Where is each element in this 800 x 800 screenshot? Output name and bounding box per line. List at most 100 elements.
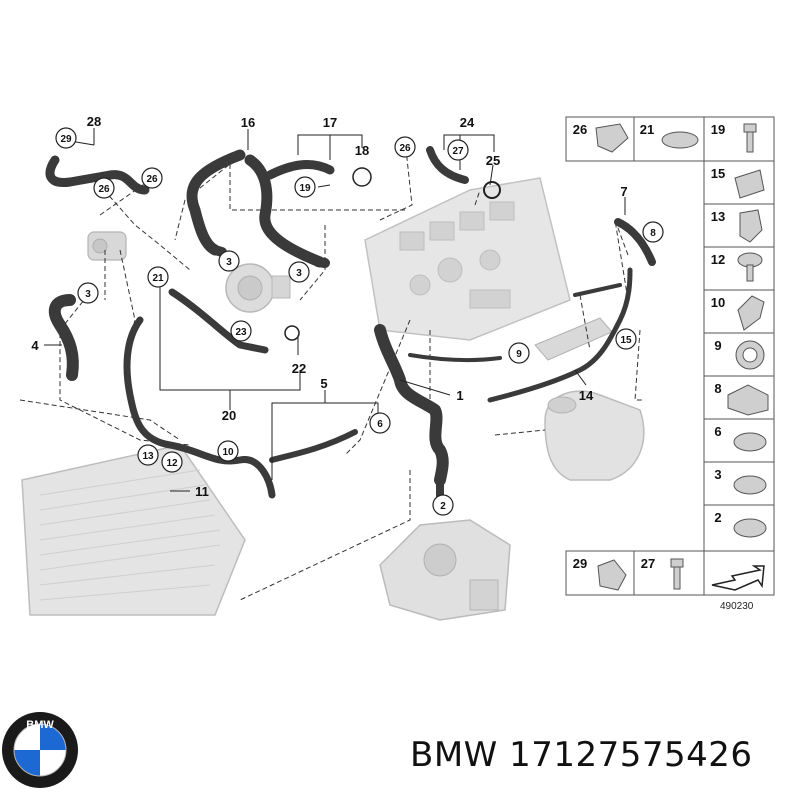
legend-15: 15 xyxy=(711,166,725,181)
svg-text:BMW: BMW xyxy=(26,719,54,731)
engine-block xyxy=(364,177,571,341)
thermostat-housing xyxy=(87,231,127,261)
label-16: 16 xyxy=(241,115,255,130)
label-7: 7 xyxy=(620,184,627,199)
svg-text:19: 19 xyxy=(299,183,311,194)
callout-6: 6 xyxy=(369,412,391,434)
legend-26: 26 xyxy=(573,122,587,137)
callout-26-c: 26 xyxy=(394,136,416,158)
label-22: 22 xyxy=(292,361,306,376)
direction-arrow-icon xyxy=(711,565,765,591)
hose-4 xyxy=(48,294,79,381)
svg-text:23: 23 xyxy=(235,327,247,338)
parts-legend xyxy=(565,116,775,596)
legend-3: 3 xyxy=(714,467,721,482)
radiator xyxy=(21,444,246,616)
svg-text:21: 21 xyxy=(152,273,164,284)
label-11: 11 xyxy=(195,484,209,499)
svg-text:26: 26 xyxy=(146,174,158,185)
expansion-tank xyxy=(544,390,645,481)
connector-icon-9 xyxy=(735,340,765,370)
label-14: 14 xyxy=(579,388,594,403)
hose-10 xyxy=(123,316,276,499)
callout-9: 9 xyxy=(508,342,530,364)
svg-text:15: 15 xyxy=(620,335,632,346)
arrow-box xyxy=(703,550,775,596)
legend-10: 10 xyxy=(711,295,725,310)
clip-icon-15 xyxy=(734,169,765,199)
hose-9 xyxy=(408,353,502,363)
svg-text:10: 10 xyxy=(222,447,234,458)
callout-3-b: 3 xyxy=(288,261,310,283)
rivet-icon-12 xyxy=(737,252,763,282)
legend-12: 12 xyxy=(711,252,725,267)
callout-19: 19 xyxy=(294,176,316,198)
hose-7 xyxy=(614,218,656,266)
svg-text:9: 9 xyxy=(516,349,522,360)
bracket-icon-10 xyxy=(737,295,765,331)
svg-text:29: 29 xyxy=(60,134,72,145)
legend-9: 9 xyxy=(714,338,721,353)
label-20: 20 xyxy=(222,408,236,423)
clip-icon-26 xyxy=(595,123,629,153)
circled-callouts: 29 26 26 26 27 19 3 3 xyxy=(55,127,664,516)
legend-part-icons xyxy=(595,123,769,591)
callout-25-ring xyxy=(483,181,501,199)
reference-number: 490230 xyxy=(720,601,754,612)
callout-21: 21 xyxy=(147,266,169,288)
clamp-icon-3 xyxy=(733,475,767,495)
bolt-icon-19 xyxy=(743,123,757,153)
svg-text:26: 26 xyxy=(98,184,110,195)
label-1: 1 xyxy=(456,388,463,403)
label-17: 17 xyxy=(323,115,337,130)
callout-13: 13 xyxy=(137,444,159,466)
label-18: 18 xyxy=(355,143,369,158)
clip-icon-29 xyxy=(597,559,627,591)
label-28: 28 xyxy=(87,114,101,129)
hoses xyxy=(45,146,656,504)
hose-3-left xyxy=(210,245,227,257)
clip-icon-8 xyxy=(727,384,769,416)
svg-text:27: 27 xyxy=(452,146,464,157)
hose-14 xyxy=(487,267,633,403)
legend-2: 2 xyxy=(714,510,721,525)
callout-2: 2 xyxy=(432,494,454,516)
clamp-icon-21 xyxy=(661,131,699,149)
legend-21: 21 xyxy=(640,122,654,137)
pipe-upper-right xyxy=(573,283,622,297)
svg-text:26: 26 xyxy=(399,143,411,154)
bmw-logo: BMW xyxy=(2,712,78,788)
label-5: 5 xyxy=(320,376,327,391)
callout-3-c: 3 xyxy=(77,282,99,304)
clip-icon-13 xyxy=(739,209,763,243)
legend-13: 13 xyxy=(711,209,725,224)
callout-26-a: 26 xyxy=(141,167,163,189)
svg-text:13: 13 xyxy=(142,451,154,462)
svg-text:12: 12 xyxy=(166,458,178,469)
electric-coolant-pump xyxy=(379,519,511,621)
callout-27: 27 xyxy=(447,139,469,161)
callout-29-top: 29 xyxy=(55,127,77,149)
legend-8: 8 xyxy=(714,381,721,396)
svg-text:3: 3 xyxy=(85,289,91,300)
callout-26-b: 26 xyxy=(93,177,115,199)
hose-17 xyxy=(244,154,326,268)
part-number-label: BMW 17127575426 xyxy=(410,735,753,775)
hose-6 xyxy=(269,429,358,463)
svg-text:3: 3 xyxy=(296,268,302,279)
hose-17b xyxy=(265,160,335,180)
hose-1 xyxy=(374,324,449,486)
leader-lines xyxy=(44,128,626,492)
label-25: 25 xyxy=(486,153,500,168)
legend-19: 19 xyxy=(711,122,725,137)
callout-8: 8 xyxy=(642,221,664,243)
hose-16 xyxy=(186,149,246,256)
hose-24 xyxy=(426,146,469,184)
clamp-icon-6 xyxy=(733,432,767,452)
clamp-icon-2 xyxy=(733,518,767,538)
legend-numbers: 26 21 19 15 13 12 10 9 8 6 3 2 29 27 xyxy=(573,122,725,571)
hose-3-right xyxy=(313,257,330,268)
label-24: 24 xyxy=(460,115,475,130)
callout-22-ring xyxy=(284,325,300,341)
